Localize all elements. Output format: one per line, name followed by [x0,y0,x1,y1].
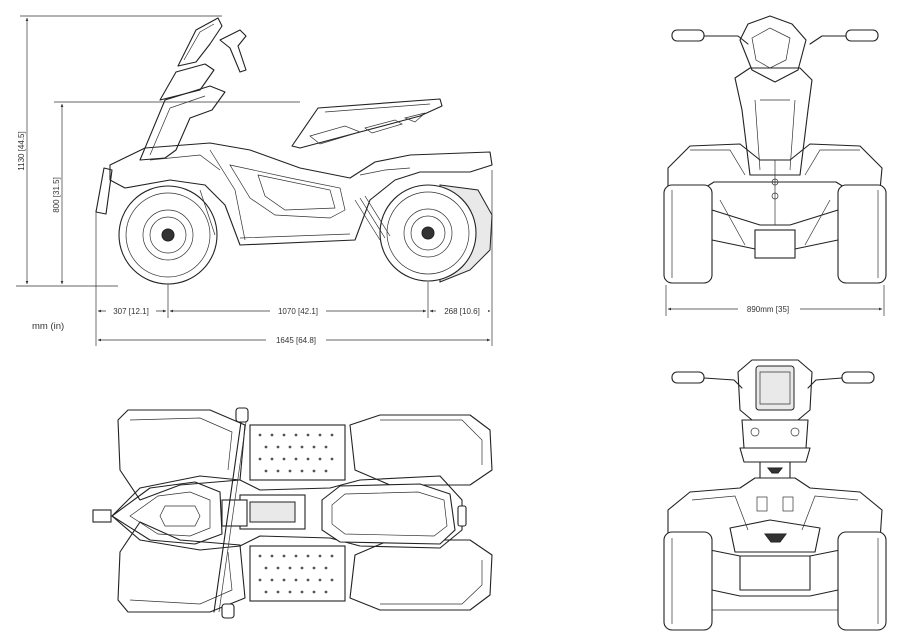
side-view-dimensions: 1130 [44.5] 800 [31.5] 307 [12.1] 1070 [… [16,15,493,346]
front-wheel-side [118,185,218,285]
top-view [92,407,493,619]
seat-height-label: 800 [31.5] [52,177,61,213]
front-view [663,15,887,284]
wheelbase-label: 1070 [42.1] [278,307,318,316]
footplate-dots [258,433,334,594]
front-overhang-label: 307 [12.1] [113,307,149,316]
rear-overhang-label: 268 [10.6] [444,307,480,316]
overall-length-label: 1645 [64.8] [276,336,316,345]
rear-wheel-side [379,184,493,283]
rear-view [663,359,887,631]
side-view [95,17,493,285]
units-label: mm (in) [32,321,64,332]
overall-width-label: 890mm [35] [747,305,789,314]
overall-height-label: 1130 [44.5] [17,131,26,170]
front-view-dimensions: 890mm [35] [665,285,885,316]
